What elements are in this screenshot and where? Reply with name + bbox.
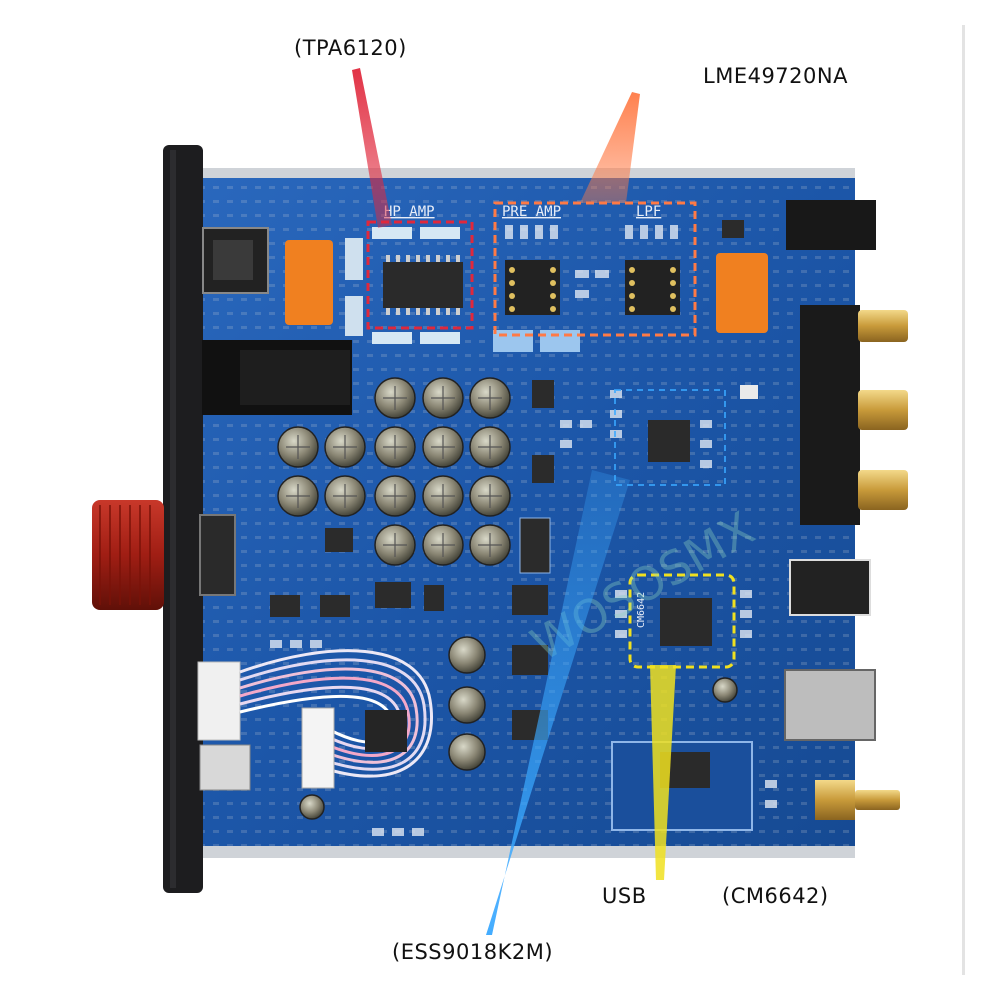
usb-pointer-beam <box>650 665 676 880</box>
tpa6120-chip <box>383 262 463 308</box>
front-panel <box>163 145 203 893</box>
tpa6120-callout: (TPA6120) <box>294 36 407 60</box>
ess9018-callout: (ESS9018K2M) <box>392 940 554 964</box>
rca-jacks <box>800 305 908 525</box>
lpf-silk-label: LPF <box>636 204 661 220</box>
ess-pointer-beam <box>486 470 630 935</box>
optical-input <box>789 559 871 616</box>
usb-highlight-box <box>628 573 736 669</box>
cm6642-silk-label: CM6642 <box>636 592 647 628</box>
usb-interface-chip <box>365 710 407 752</box>
cm6642-usb-chip <box>660 598 712 646</box>
antenna-connector <box>815 780 900 820</box>
tpa-pointer-beam <box>352 68 392 228</box>
tpa-highlight-box <box>366 220 474 330</box>
dc-power-jack <box>786 200 876 250</box>
film-cap-right <box>716 253 768 333</box>
usb-callout-prefix: USB <box>602 884 647 908</box>
hp-amp-silk-label: HP AMP <box>384 204 435 220</box>
volume-knob <box>92 500 164 610</box>
dac-highlight-box <box>614 389 726 486</box>
lme49720-callout: LME49720NA <box>703 64 848 88</box>
white-connector <box>197 661 241 741</box>
cm6642-callout: (CM6642) <box>722 884 829 908</box>
frame-right-edge <box>962 25 965 975</box>
usb-b-port <box>784 669 876 741</box>
lme-pointer-beam <box>580 92 640 203</box>
pre-amp-silk-label: PRE AMP <box>502 204 561 220</box>
ess9018-dac-chip <box>648 420 690 462</box>
film-cap-left <box>285 240 333 325</box>
lme-highlight-box <box>493 201 697 337</box>
